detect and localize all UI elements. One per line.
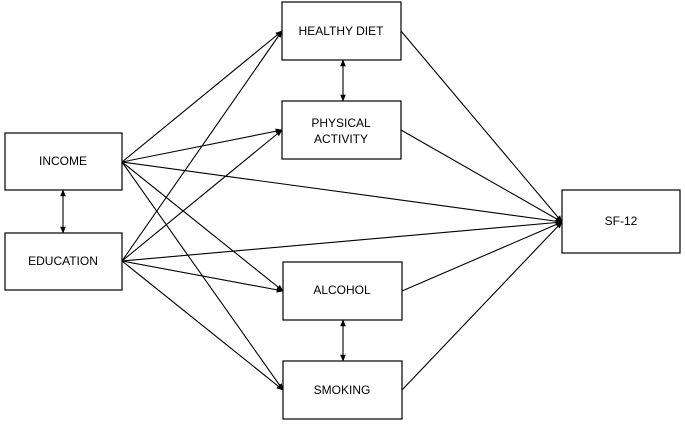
node-alcohol-label: ALCOHOL bbox=[313, 283, 371, 297]
arrow-physical-activity-to-sf12 bbox=[400, 129, 563, 223]
node-smoking: SMOKING bbox=[282, 360, 403, 420]
arrow-education-to-healthy-diet bbox=[121, 30, 283, 262]
node-smoking-label: SMOKING bbox=[314, 383, 371, 397]
node-physical-activity-label-line2: ACTIVITY bbox=[314, 132, 368, 146]
node-sf12-label: SF-12 bbox=[605, 214, 638, 228]
node-education: EDUCATION bbox=[4, 232, 123, 291]
arrow-alcohol-to-sf12 bbox=[401, 221, 563, 292]
nodes-layer: INCOME EDUCATION HEALTHY DIET PHYSICAL A… bbox=[4, 1, 681, 420]
node-education-label: EDUCATION bbox=[28, 254, 98, 268]
arrow-education-to-sf12 bbox=[121, 219, 563, 262]
arrow-smoking-to-sf12 bbox=[401, 221, 563, 391]
arrow-education-to-alcohol bbox=[121, 260, 284, 293]
node-healthy-diet-label: HEALTHY DIET bbox=[299, 24, 385, 38]
node-physical-activity-label-line1: PHYSICAL bbox=[311, 116, 371, 130]
arrow-income-to-healthy-diet bbox=[121, 30, 283, 163]
node-sf12: SF-12 bbox=[561, 189, 681, 254]
node-healthy-diet: HEALTHY DIET bbox=[281, 1, 402, 61]
edges-layer bbox=[60, 30, 563, 391]
arrow-education-to-smoking bbox=[121, 260, 284, 391]
node-income: INCOME bbox=[4, 132, 123, 191]
arrow-income-to-sf12 bbox=[121, 161, 563, 224]
arrow-healthy-diet-to-sf12 bbox=[400, 30, 563, 223]
node-alcohol: ALCOHOL bbox=[282, 261, 403, 321]
arrow-income-to-alcohol bbox=[121, 161, 284, 292]
node-physical-activity: PHYSICAL ACTIVITY bbox=[281, 100, 402, 160]
node-income-label: INCOME bbox=[39, 154, 87, 168]
arrow-education-to-physical-activity bbox=[121, 129, 283, 262]
